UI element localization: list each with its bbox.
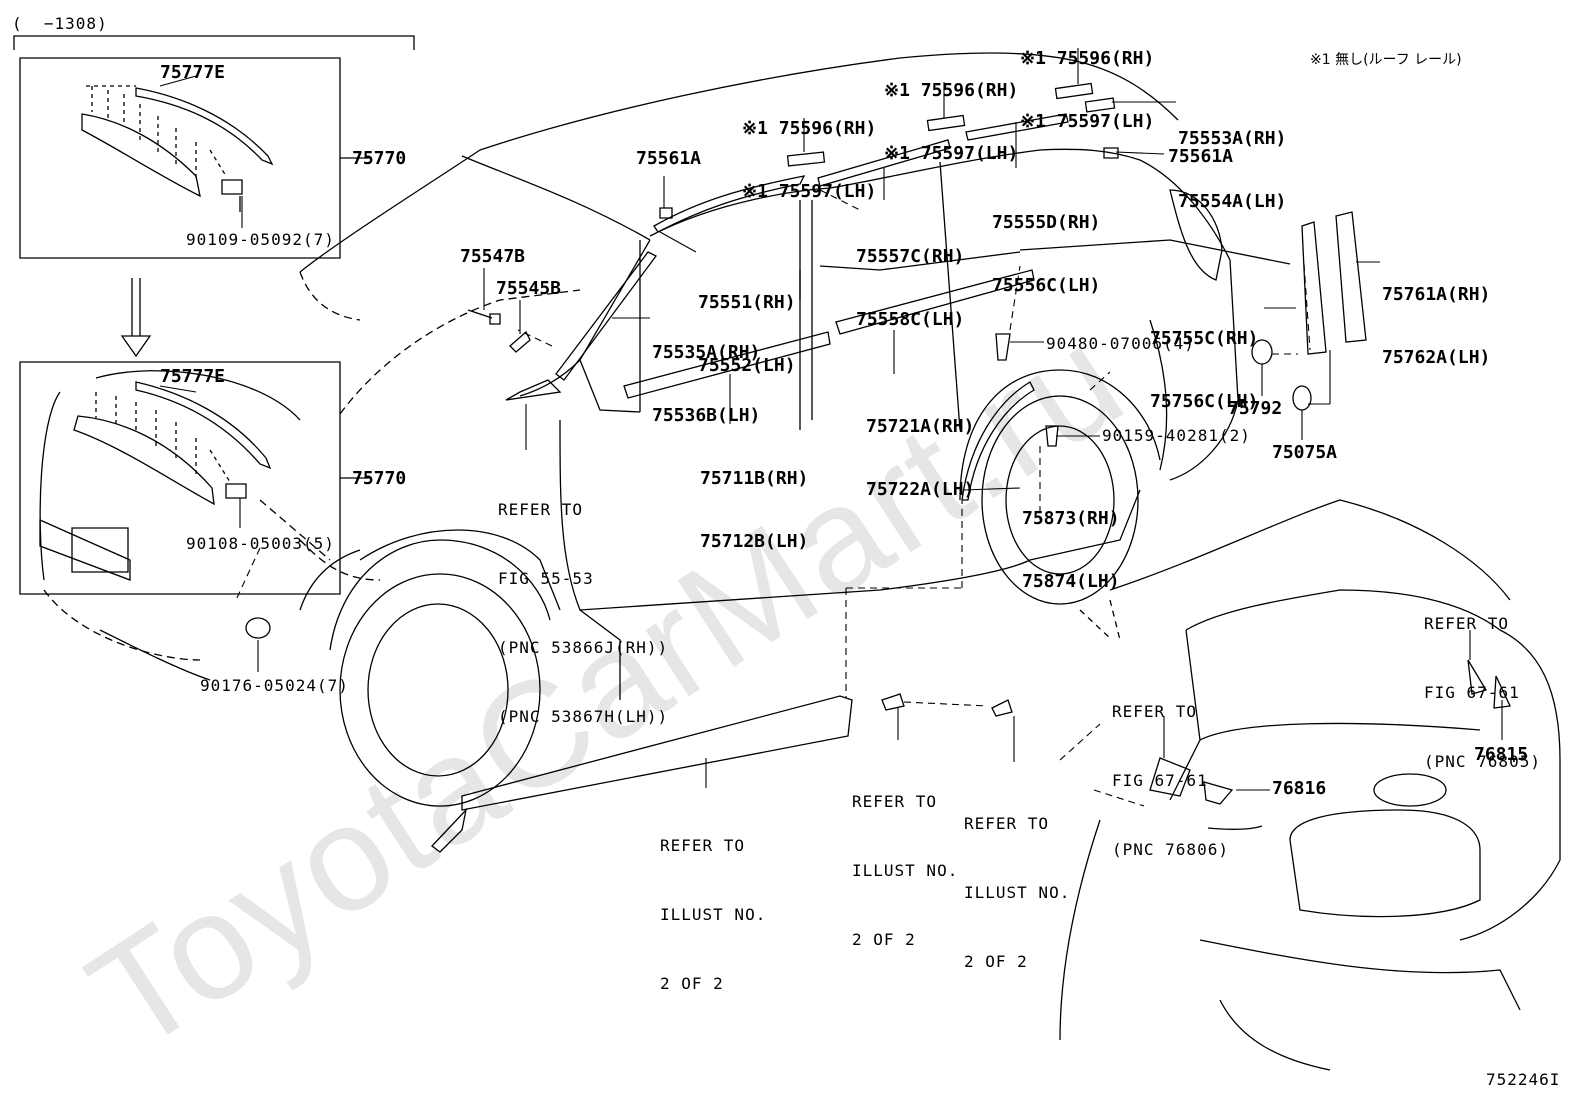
vehicle-rear-outline	[1060, 500, 1560, 1070]
label-75561A-left: 75561A	[636, 148, 702, 169]
label-75596-b: ※1 75596(RH) ※1 75597(LH)	[884, 80, 1019, 164]
dashed-callouts	[236, 190, 1310, 806]
label-75545B: 75545B	[496, 278, 562, 299]
label-75553: 75553A(RH) 75554A(LH)	[1178, 128, 1287, 212]
label-75547B: 75547B	[460, 246, 526, 267]
label-75721: 75721A(RH) 75722A(LH)	[866, 416, 975, 500]
label-75596-c: ※1 75596(RH) ※1 75597(LH)	[1020, 48, 1155, 132]
label-75755: 75755C(RH) 75756C(LH)	[1150, 328, 1259, 412]
label-75770-bottom: 75770	[352, 468, 407, 489]
label-76816: 76816	[1272, 778, 1327, 799]
label-90176: 90176-05024(7)	[200, 676, 349, 695]
label-75873: 75873(RH) 75874(LH)	[1022, 508, 1120, 592]
label-75761: 75761A(RH) 75762A(LH)	[1382, 284, 1491, 368]
refer-fig-67-61-left: REFER TO FIG 67-61 (PNC 76806)	[1112, 702, 1229, 859]
range-label: ( −1308)	[12, 14, 108, 33]
label-75777E-top: 75777E	[160, 62, 226, 83]
refer-illust-screw: REFER TO ILLUST NO. 2 OF 2	[964, 814, 1071, 971]
down-arrow	[122, 278, 150, 356]
label-75596-a: ※1 75596(RH) ※1 75597(LH)	[742, 118, 877, 202]
label-90159: 90159-40281(2)	[1102, 426, 1251, 445]
refer-fig-55-53: REFER TO FIG 55-53 (PNC 53866J(RH)) (PNC…	[498, 500, 669, 726]
label-75555: 75555D(RH) 75556C(LH)	[992, 212, 1101, 296]
leader-lines	[160, 48, 1502, 790]
roof-rail-note: ※1 無し(ルーフ レール)	[1310, 52, 1462, 68]
label-75535: 75535A(RH) 75536B(LH)	[652, 342, 761, 426]
label-75075A: 75075A	[1272, 442, 1338, 463]
vehicle-side-outline	[44, 53, 1290, 806]
label-90108: 90108-05003(5)	[186, 534, 335, 553]
inset-box-bottom	[20, 362, 372, 594]
label-75770-top: 75770	[352, 148, 407, 169]
label-75777E-bottom: 75777E	[160, 366, 226, 387]
label-75557: 75557C(RH) 75558C(LH)	[856, 246, 965, 330]
label-90480: 90480-07006(4)	[1046, 334, 1195, 353]
label-75561A-right: 75561A	[1168, 146, 1234, 167]
range-bracket	[14, 36, 414, 50]
label-75792: 75792	[1228, 398, 1283, 419]
illustration-id: 752246I	[1486, 1070, 1561, 1089]
part-sketches	[246, 84, 1366, 852]
refer-fig-67-61-right: REFER TO FIG 67-61 (PNC 76805)	[1424, 614, 1541, 771]
inset-box-top	[20, 58, 372, 258]
label-75711: 75711B(RH) 75712B(LH)	[700, 468, 809, 552]
label-90109: 90109-05092(7)	[186, 230, 335, 249]
refer-illust-rocker: REFER TO ILLUST NO. 2 OF 2	[660, 836, 767, 993]
label-76815: 76815	[1474, 744, 1529, 765]
label-75551: 75551(RH) 75552(LH)	[698, 292, 796, 376]
refer-illust-clip: REFER TO ILLUST NO. 2 OF 2	[852, 792, 959, 949]
